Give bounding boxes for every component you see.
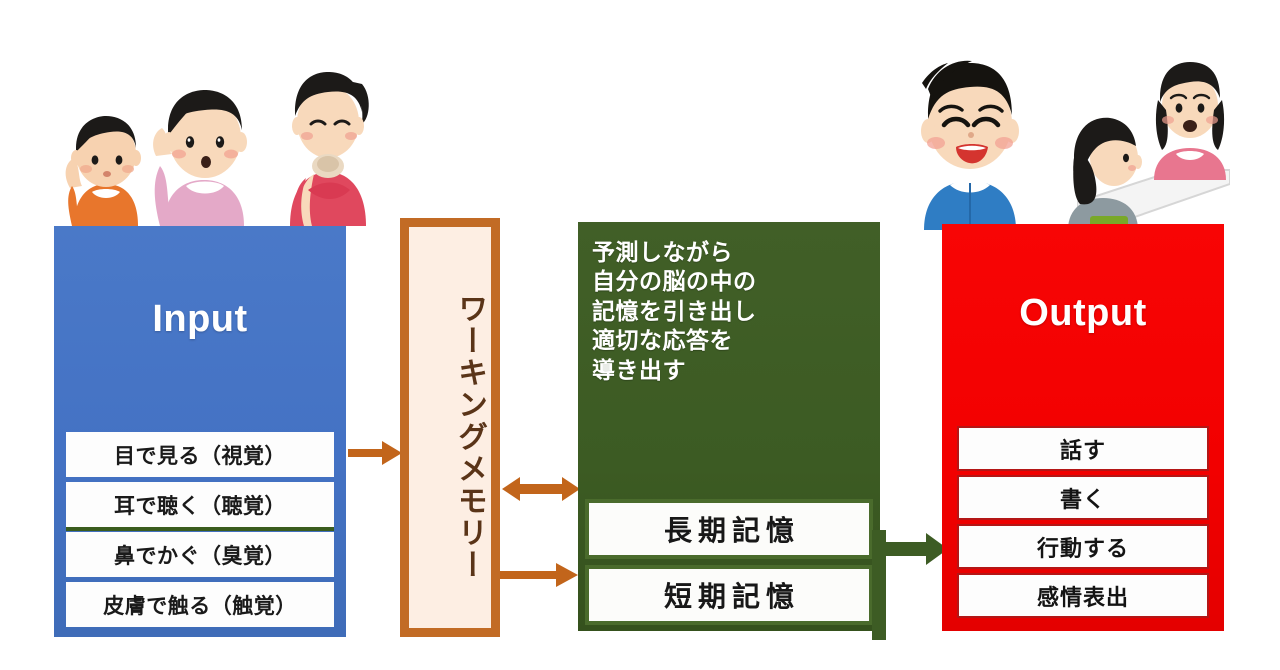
arrow-working-memory-to-short-term-memory xyxy=(500,563,578,587)
output-row-express-emotion[interactable]: 感情表出 xyxy=(957,573,1209,618)
output-row-label: 書く xyxy=(1059,486,1106,512)
output-row-list: 話す 書く 行動する 感情表出 xyxy=(957,426,1209,618)
person-smelling-red xyxy=(278,62,378,228)
input-row-label: 鼻でかぐ（臭覚） xyxy=(114,544,286,568)
long-term-memory-label: 長期記憶 xyxy=(663,515,800,546)
input-row-list: 目で見る（視覚） 耳で聴く（聴覚） 鼻でかぐ（臭覚） 皮膚で触る（触覚） xyxy=(66,432,334,627)
output-panel: Output 話す 書く 行動する 感情表出 xyxy=(942,224,1224,631)
memory-description-line: 記憶を引き出し xyxy=(592,297,757,324)
memory-box-list: 長期記憶 短期記憶 xyxy=(585,499,873,625)
long-term-memory-box[interactable]: 長期記憶 xyxy=(585,499,873,559)
input-row-label: 皮膚で触る（触覚） xyxy=(103,594,297,618)
memory-description: 予測しながら 自分の脳の中の 記憶を引き出し 適切な応答を 導き出す xyxy=(592,238,872,385)
person-touching-face-orange xyxy=(62,108,148,228)
person-seated-gray xyxy=(1052,108,1154,230)
memory-description-line: 予測しながら xyxy=(592,239,733,265)
memory-description-line: 導き出す xyxy=(592,356,686,383)
person-listening-hand-to-ear-pink xyxy=(148,82,260,228)
output-title: Output xyxy=(1019,292,1147,334)
output-row-label: 行動する xyxy=(1036,535,1129,561)
output-row-label: 感情表出 xyxy=(1036,584,1129,610)
arrow-working-memory-to-long-term-memory xyxy=(502,477,580,501)
input-row-visual[interactable]: 目で見る（視覚） xyxy=(66,432,334,477)
input-row-olfactory[interactable]: 鼻でかぐ（臭覚） xyxy=(66,532,334,577)
arrow-memory-to-output xyxy=(872,530,948,640)
short-term-memory-label: 短期記憶 xyxy=(663,581,800,612)
person-talking-pink xyxy=(1140,56,1240,180)
output-row-write[interactable]: 書く xyxy=(957,475,1209,520)
working-memory-label: ワーキングメモリー xyxy=(453,292,486,581)
person-speaking-blue xyxy=(906,55,1034,230)
memory-description-line: 適切な応答を xyxy=(592,327,733,354)
output-row-speak[interactable]: 話す xyxy=(957,426,1209,471)
input-row-label: 目で見る（視覚） xyxy=(114,444,286,468)
input-title: Input xyxy=(152,298,248,340)
input-panel: Input 目で見る（視覚） 耳で聴く（聴覚） 鼻でかぐ（臭覚） 皮膚で触る（触… xyxy=(54,226,346,637)
input-row-auditory[interactable]: 耳で聴く（聴覚） xyxy=(66,482,334,527)
input-row-tactile[interactable]: 皮膚で触る（触覚） xyxy=(66,582,334,627)
input-row-label: 耳で聴く（聴覚） xyxy=(114,494,286,518)
output-row-act[interactable]: 行動する xyxy=(957,524,1209,569)
memory-description-line: 自分の脳の中の xyxy=(592,268,757,295)
arrow-input-to-working-memory xyxy=(348,441,402,465)
working-memory-box: ワーキングメモリー xyxy=(400,218,500,637)
output-row-label: 話す xyxy=(1059,437,1106,463)
short-term-memory-box[interactable]: 短期記憶 xyxy=(585,565,873,625)
memory-panel: 予測しながら 自分の脳の中の 記憶を引き出し 適切な応答を 導き出す 長期記憶 … xyxy=(578,222,880,631)
